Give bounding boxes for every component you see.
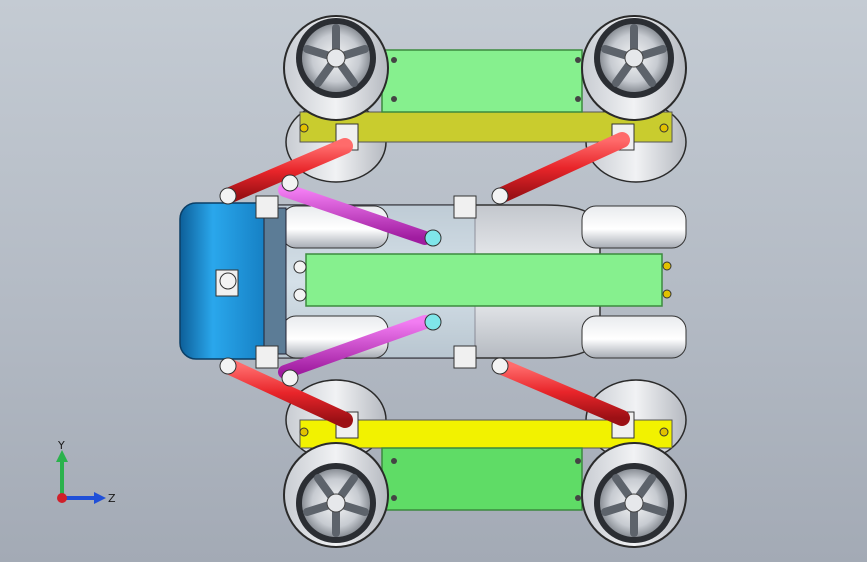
top-track-assembly[interactable] (283, 15, 687, 183)
x-axis-dot (57, 493, 67, 503)
suspension-arms[interactable] (219, 132, 630, 428)
orientation-triad: Y Z (56, 440, 116, 505)
z-axis-label: Z (108, 492, 116, 505)
wheel-top-right[interactable] (581, 15, 687, 121)
wheel-bottom-left[interactable] (283, 442, 389, 548)
wheel-bottom-right[interactable] (581, 442, 687, 548)
bottom-track-assembly[interactable] (283, 379, 687, 548)
y-axis-label: Y (57, 440, 65, 452)
wheel-top-left[interactable] (283, 15, 389, 121)
central-body[interactable] (179, 183, 687, 379)
